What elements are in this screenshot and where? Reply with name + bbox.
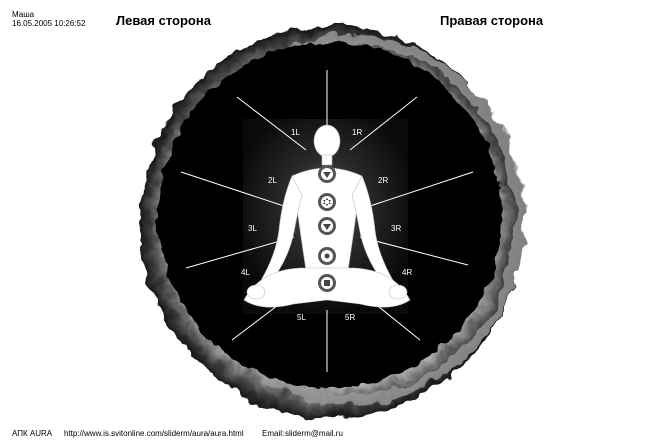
chakra-symbols xyxy=(318,165,336,292)
chakra-symbol-icon xyxy=(318,193,336,211)
zone-label-5r: 5R xyxy=(345,313,355,322)
chakra-symbol-icon xyxy=(318,217,336,235)
left-side-label: Левая сторона xyxy=(116,13,211,28)
app-name: АПК AURA xyxy=(12,429,53,438)
zone-label-3r: 3R xyxy=(391,224,401,233)
website-link[interactable]: http://www.is.svitonline.com/sliderm/aur… xyxy=(64,429,244,438)
right-side-label: Правая сторона xyxy=(440,13,544,28)
chakra-symbol-icon xyxy=(318,165,336,183)
zone-label-1r: 1R xyxy=(352,128,362,137)
zone-label-2l: 2L xyxy=(268,176,277,185)
zone-rays xyxy=(180,70,474,372)
email-label: Email: xyxy=(262,429,285,438)
zone-label-4l: 4L xyxy=(241,268,250,277)
chakra-symbol-icon xyxy=(318,247,336,265)
zone-label-1l: 1L xyxy=(291,128,300,137)
timestamp: 16.05.2005 10:26:52 xyxy=(12,19,86,28)
user-name: Маша xyxy=(12,10,35,19)
zone-label-2r: 2R xyxy=(378,176,388,185)
chakra-symbol-icon xyxy=(318,274,336,292)
zone-label-3l: 3L xyxy=(248,224,257,233)
zone-label-4r: 4R xyxy=(402,268,412,277)
zone-label-5l: 5L xyxy=(297,313,306,322)
email-link[interactable]: sliderm@mail.ru xyxy=(285,429,343,438)
